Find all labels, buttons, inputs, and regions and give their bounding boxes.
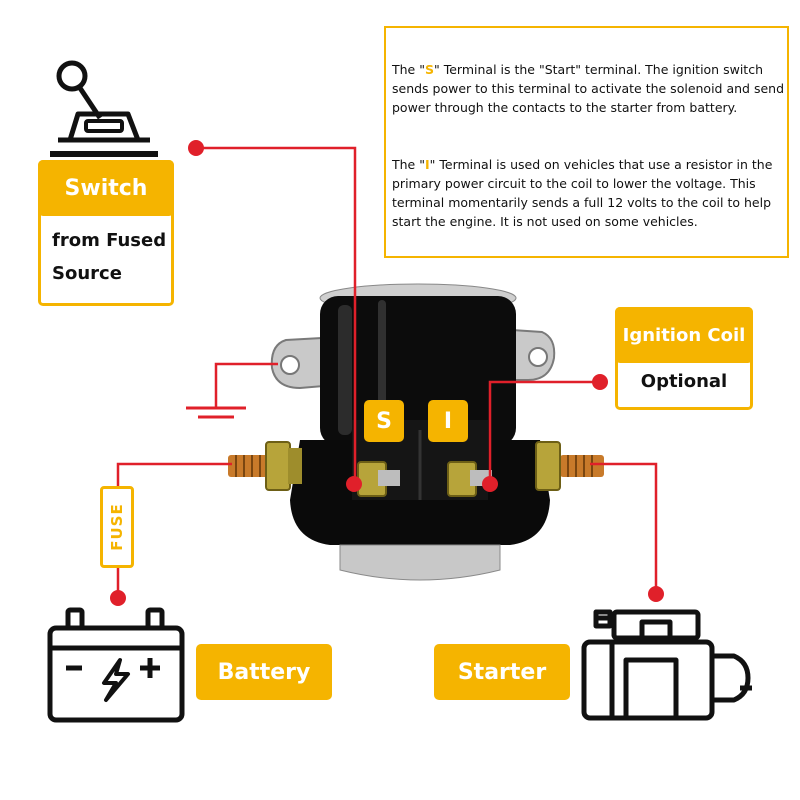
s-terminal-label: S xyxy=(364,400,404,442)
ground-icon xyxy=(186,406,246,419)
switch-icon xyxy=(50,60,158,157)
fuse: FUSE xyxy=(100,486,134,568)
i-terminal-label: I xyxy=(428,400,468,442)
wire-junction-dots xyxy=(110,140,664,606)
switch-wire xyxy=(196,146,357,484)
starter-wire xyxy=(590,462,658,594)
switch-line1: from Fused xyxy=(52,230,167,251)
switch-title: Switch xyxy=(38,160,174,216)
terminal-info-box: The "S" Terminal is the "Start" terminal… xyxy=(384,26,789,258)
ignition-coil-wire xyxy=(488,380,600,484)
ignition-coil-title: Ignition Coil xyxy=(615,307,753,363)
s-terminal-description: The "S" Terminal is the "Start" terminal… xyxy=(392,62,785,115)
starter-label: Starter xyxy=(434,644,570,700)
battery-icon xyxy=(47,607,185,723)
i-terminal-description: The "I" Terminal is used on vehicles tha… xyxy=(392,157,773,229)
solenoid xyxy=(228,283,604,581)
ignition-coil-subtitle: Optional xyxy=(640,371,728,392)
fuse-label: FUSE xyxy=(108,503,126,551)
ground-wire xyxy=(214,362,278,408)
switch-line2: Source xyxy=(52,263,122,284)
battery-label: Battery xyxy=(196,644,332,700)
starter-icon xyxy=(581,609,752,721)
